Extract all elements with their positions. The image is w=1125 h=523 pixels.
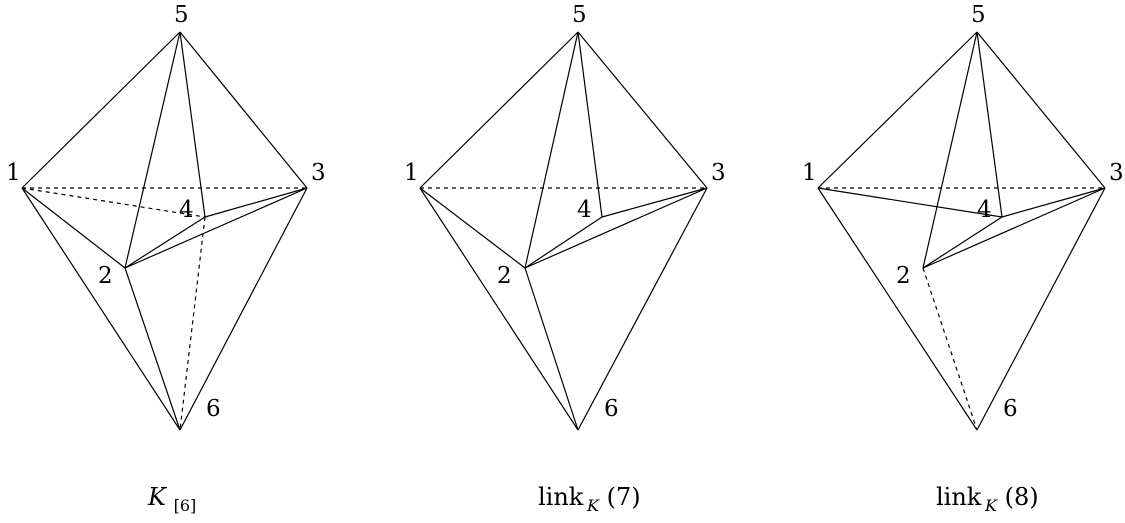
edge-5-1 <box>419 31 579 189</box>
vertex-label-1: 1 <box>6 160 21 186</box>
vertex-label-6: 6 <box>1003 396 1018 422</box>
dashed-edge-4-6 <box>179 216 206 431</box>
edge-5-2 <box>524 31 579 269</box>
edge-2-4 <box>124 216 206 269</box>
edge-2-6 <box>524 267 579 431</box>
dashed-edge-1-4 <box>21 187 206 218</box>
edge-1-6 <box>419 187 579 431</box>
edge-2-3 <box>124 187 308 269</box>
vertex-label-2: 2 <box>98 263 113 289</box>
vertex-label-4: 4 <box>977 197 992 223</box>
edge-1-4 <box>817 187 1003 218</box>
edge-5-2 <box>124 31 181 269</box>
edge-3-6 <box>577 187 708 431</box>
edge-5-3 <box>976 31 1106 189</box>
vertex-label-3: 3 <box>311 160 326 186</box>
vertex-label-5: 5 <box>971 2 986 28</box>
figure-k6: 1 2 3 4 5 6 <box>6 2 326 431</box>
edge-2-4 <box>922 216 1003 269</box>
caption-link-8: link K (8) <box>936 483 1039 517</box>
edge-5-1 <box>21 31 181 189</box>
edge-2-6 <box>124 267 181 431</box>
vertex-label-4: 4 <box>577 197 592 223</box>
edge-5-4 <box>976 31 1003 218</box>
vertex-label-3: 3 <box>711 160 726 186</box>
dashed-edge-2-6 <box>922 267 978 431</box>
vertex-label-5: 5 <box>572 2 587 28</box>
vertex-label-6: 6 <box>604 396 619 422</box>
caption-link-7: link K (7) <box>538 483 641 517</box>
edge-3-6 <box>179 187 308 431</box>
edge-2-3 <box>922 187 1106 269</box>
edge-2-4 <box>524 216 603 269</box>
vertex-label-2: 2 <box>896 263 911 289</box>
vertex-label-3: 3 <box>1109 160 1124 186</box>
vertex-label-1: 1 <box>404 160 419 186</box>
vertex-label-6: 6 <box>206 396 221 422</box>
edge-4-3 <box>601 187 708 218</box>
edge-1-6 <box>817 187 978 431</box>
edge-5-2 <box>922 31 978 269</box>
figure-link-8: 1 2 3 4 5 6 <box>802 2 1124 431</box>
figure-link-7: 1 2 3 4 5 6 <box>404 2 726 431</box>
edge-5-1 <box>817 31 978 189</box>
edge-5-3 <box>577 31 708 189</box>
edge-4-3 <box>1001 187 1106 218</box>
edge-1-2 <box>419 187 526 269</box>
vertex-label-5: 5 <box>174 2 189 28</box>
edge-3-6 <box>976 187 1106 431</box>
edge-5-4 <box>179 31 206 218</box>
caption-k6: K [6] <box>147 483 196 515</box>
edge-1-2 <box>21 187 126 269</box>
vertex-label-4: 4 <box>179 197 194 223</box>
edge-2-3 <box>524 187 708 269</box>
vertex-label-2: 2 <box>497 263 512 289</box>
edge-1-6 <box>21 187 181 431</box>
vertex-label-1: 1 <box>802 160 817 186</box>
edge-5-3 <box>179 31 308 189</box>
edge-4-3 <box>204 187 308 218</box>
edge-5-4 <box>577 31 603 218</box>
